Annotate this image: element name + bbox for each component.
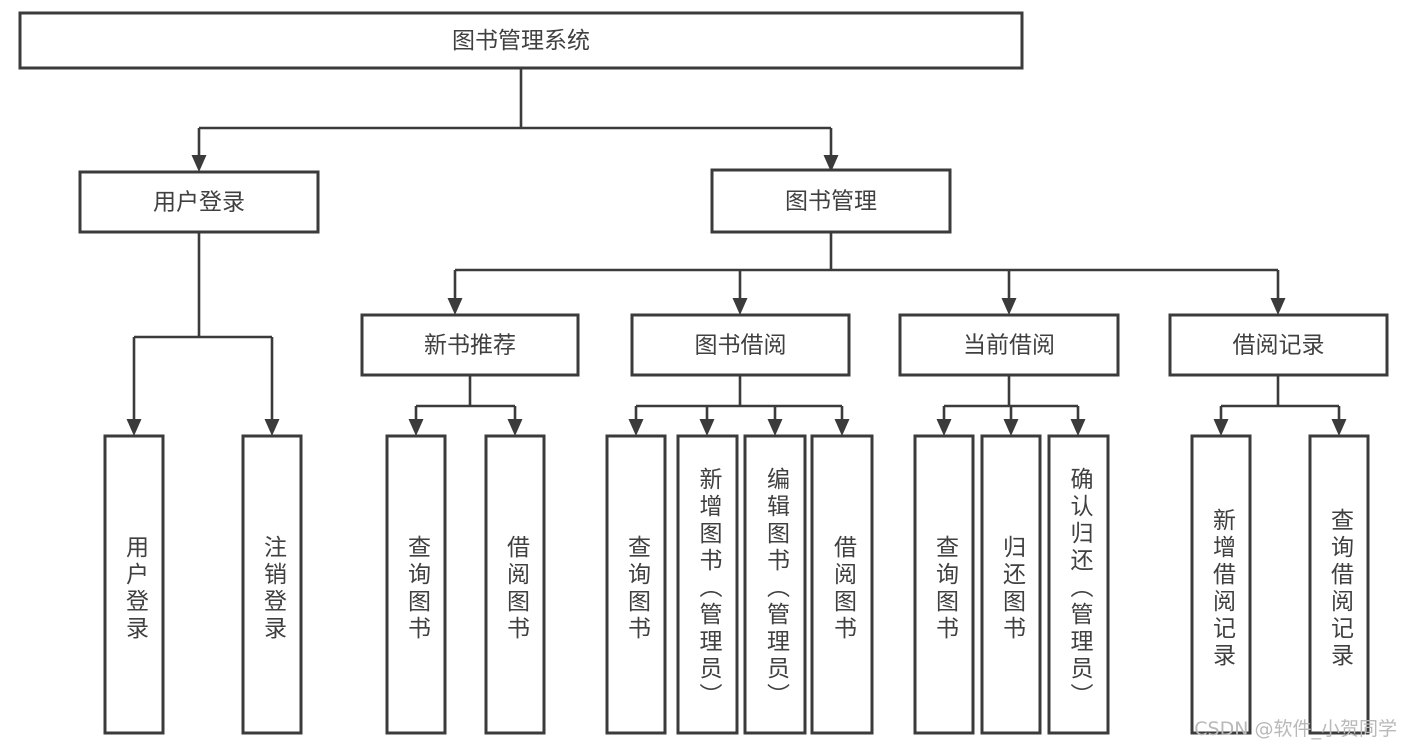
arrow-head-icon <box>1213 419 1229 436</box>
csdn-watermark: CSDN @软件_小贺同学 <box>1194 718 1397 740</box>
node-leaf-add-book-admin[interactable] <box>676 434 739 735</box>
node-box[interactable] <box>241 434 303 735</box>
node-leaf-user-login[interactable] <box>103 434 165 735</box>
node-box[interactable] <box>605 434 667 735</box>
arrow-head-icon <box>1001 298 1017 315</box>
node-borrow-record[interactable]: 借阅记录 <box>1168 313 1389 377</box>
node-box[interactable] <box>360 313 580 377</box>
node-box[interactable] <box>898 313 1120 377</box>
node-leaf-query-borrow-record[interactable] <box>1308 434 1370 735</box>
node-label: 图书管理系统 <box>452 28 590 54</box>
connector-group-record-to-leaves <box>1213 375 1347 436</box>
node-box[interactable] <box>630 313 851 377</box>
arrow-head-icon <box>447 298 463 315</box>
node-leaf-logout[interactable] <box>241 434 303 735</box>
node-box[interactable] <box>810 434 874 735</box>
node-user-login[interactable]: 用户登录 <box>78 170 320 234</box>
node-box[interactable] <box>1190 434 1252 735</box>
node-box[interactable] <box>913 434 975 735</box>
node-leaf-query-book-1[interactable] <box>385 434 447 735</box>
node-box[interactable] <box>676 434 739 735</box>
arrow-head-icon <box>834 419 850 436</box>
node-book-borrow[interactable]: 图书借阅 <box>630 313 851 377</box>
node-label: 图书借阅 <box>695 333 787 359</box>
arrow-head-icon <box>126 419 142 436</box>
connector-group-recommend-to-leaves <box>408 375 523 436</box>
arrow-head-icon <box>699 419 715 436</box>
node-box[interactable] <box>710 168 952 234</box>
node-label: 借阅记录 <box>1233 333 1325 359</box>
arrow-head-icon <box>1070 419 1086 436</box>
connector-group-root-to-level2 <box>191 68 839 172</box>
node-box[interactable] <box>18 11 1024 70</box>
arrow-head-icon <box>1270 298 1286 315</box>
arrow-head-icon <box>191 155 207 172</box>
connector-group-borrow-to-leaves <box>628 375 850 436</box>
arrow-head-icon <box>936 419 952 436</box>
node-new-book-recommend[interactable]: 新书推荐 <box>360 313 580 377</box>
node-box[interactable] <box>78 170 320 234</box>
arrow-head-icon <box>507 419 523 436</box>
node-leaf-add-borrow-record[interactable] <box>1190 434 1252 735</box>
node-box[interactable] <box>1168 313 1389 377</box>
arrow-head-icon <box>732 298 748 315</box>
node-leaf-borrow-book-2[interactable] <box>810 434 874 735</box>
connector-group-current-to-leaves <box>936 375 1086 436</box>
arrow-head-icon <box>264 419 280 436</box>
node-box[interactable] <box>743 434 807 735</box>
node-label: 用户登录 <box>153 190 245 216</box>
node-leaf-query-book-2[interactable] <box>605 434 667 735</box>
arrow-head-icon <box>1003 419 1019 436</box>
node-label: 新书推荐 <box>424 333 516 359</box>
node-leaf-edit-book-admin[interactable] <box>743 434 807 735</box>
node-label: 当前借阅 <box>963 333 1055 359</box>
node-box[interactable] <box>1047 434 1110 735</box>
node-current-borrow[interactable]: 当前借阅 <box>898 313 1120 377</box>
node-root[interactable]: 图书管理系统 <box>18 11 1024 70</box>
node-box[interactable] <box>980 434 1042 735</box>
node-box[interactable] <box>484 434 546 735</box>
node-box[interactable] <box>1308 434 1370 735</box>
node-label: 图书管理 <box>785 189 877 215</box>
node-book-manage[interactable]: 图书管理 <box>710 168 952 234</box>
node-leaf-return-book[interactable] <box>980 434 1042 735</box>
arrow-head-icon <box>628 419 644 436</box>
arrow-head-icon <box>408 419 424 436</box>
arrow-head-icon <box>823 155 839 172</box>
connector-group-book-manage-to-level3 <box>447 232 1286 315</box>
node-box[interactable] <box>385 434 447 735</box>
node-box[interactable] <box>103 434 165 735</box>
arrow-head-icon <box>1331 419 1347 436</box>
arrow-head-icon <box>767 419 783 436</box>
node-leaf-borrow-book-1[interactable] <box>484 434 546 735</box>
node-leaf-confirm-return-admin[interactable] <box>1047 434 1110 735</box>
node-leaf-query-book-3[interactable] <box>913 434 975 735</box>
connector-group-user-login-to-leaves <box>126 232 280 436</box>
